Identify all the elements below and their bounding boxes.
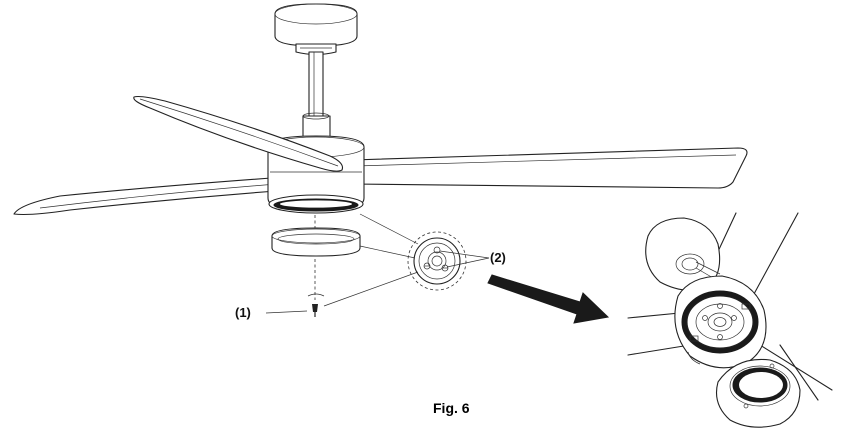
fan-perspective-view [627,212,833,428]
leader-line-1 [265,310,308,314]
fan-collar [302,112,331,138]
perspective-motor-housing [674,275,767,369]
callout-label-2: (2) [490,250,506,265]
fan-canopy [274,3,358,56]
big-direction-arrow [487,274,610,324]
ceiling-fan [13,3,748,317]
perspective-canopy [645,217,721,291]
callout-label-1: (1) [235,305,251,320]
detail-connector-lines [323,213,419,307]
fan-downrod [308,51,324,118]
fan-blade-left-upper [133,95,344,172]
screw-1 [307,293,325,317]
perspective-light-kit-ring [715,358,801,428]
fan-blade-right [351,147,748,189]
figure-caption: Fig. 6 [433,400,470,416]
leader-lines-2 [439,250,490,268]
fan-blade-left-lower [13,176,291,216]
mounting-plate-detail [407,231,467,291]
light-kit-ring [271,227,361,257]
